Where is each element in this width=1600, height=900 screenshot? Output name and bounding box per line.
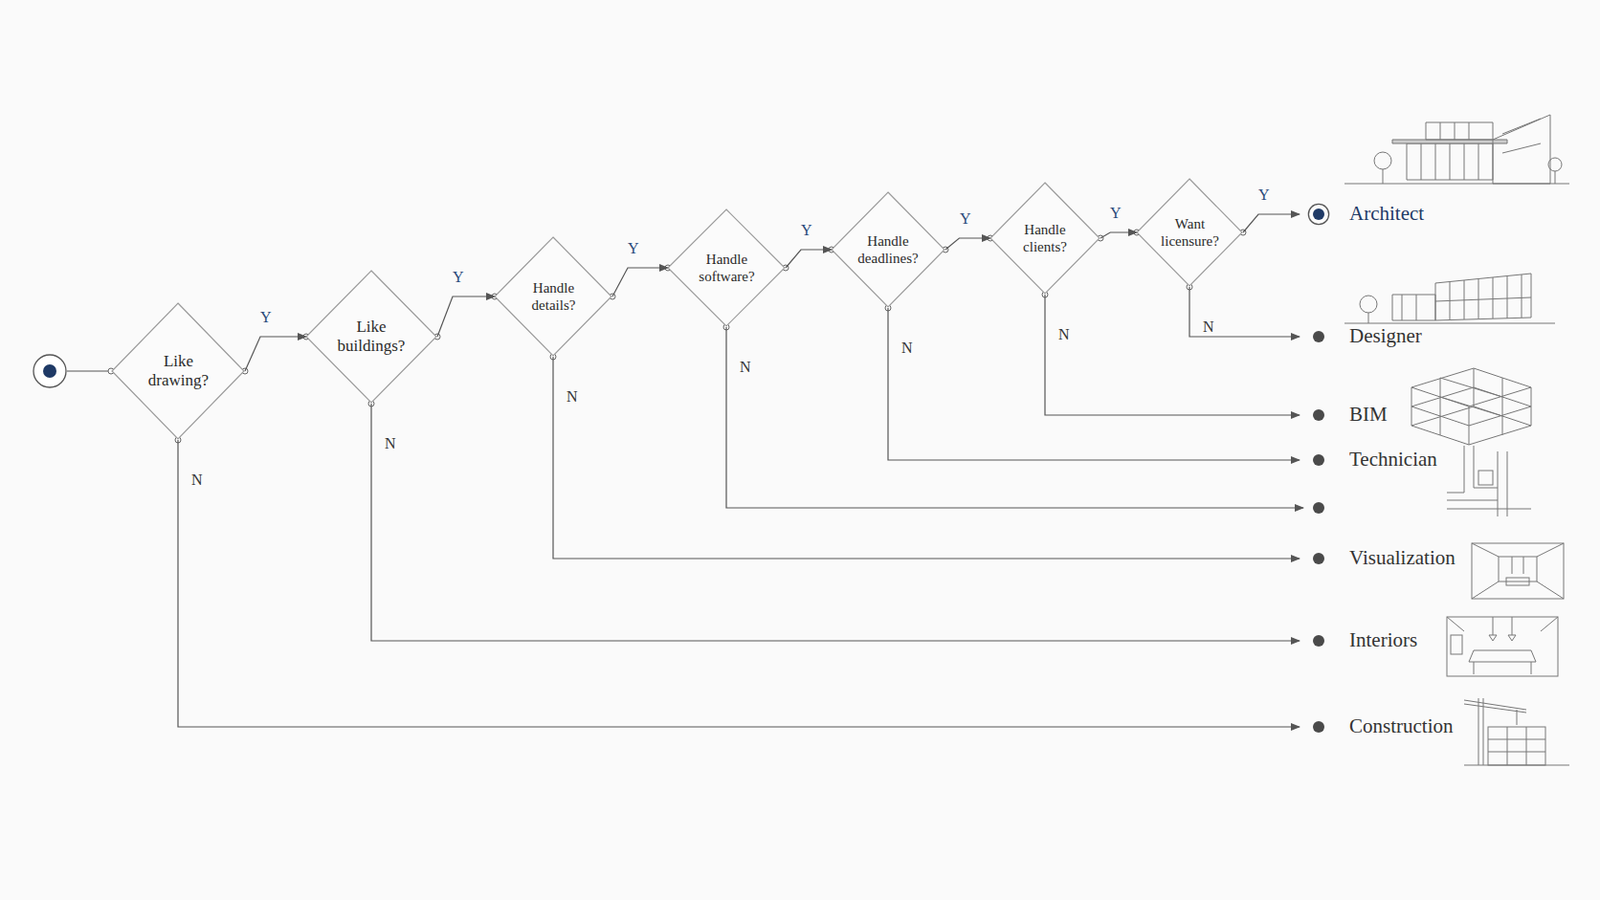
- outcome-label: Technician: [1349, 447, 1438, 472]
- outcome-label: Architect: [1349, 201, 1424, 226]
- diamond-shape: [1136, 178, 1243, 287]
- branch-label: Y: [1258, 187, 1270, 203]
- connector: [1243, 214, 1300, 233]
- diamond-outline: [305, 269, 438, 404]
- diamond-outline: [1135, 177, 1244, 288]
- branch-label: N: [384, 436, 397, 452]
- decision-text: Like buildings?: [330, 317, 413, 357]
- connector: [177, 440, 1300, 728]
- connector-line: [726, 327, 1304, 509]
- outcome-dot: [1312, 331, 1325, 343]
- diamond-shape: [667, 209, 785, 327]
- diamond-outline: [111, 302, 245, 441]
- outcome-node: Architect: [1299, 200, 1429, 229]
- outcome-dot: [1312, 635, 1325, 647]
- diamond-outline: [493, 236, 613, 357]
- connector: [553, 356, 1300, 559]
- diamond-outline: [666, 208, 786, 328]
- outcome-dot: [1312, 553, 1325, 565]
- branch-label: N: [1058, 327, 1070, 343]
- outcome-dot: [1312, 502, 1325, 514]
- branch-label: Y: [260, 310, 272, 326]
- diamond-shape: [306, 270, 437, 403]
- outcome-node: Technician: [1299, 445, 1442, 475]
- decision-text: Handle details?: [516, 279, 591, 314]
- decision-text: Handle deadlines?: [852, 232, 924, 267]
- decision-diamond: Handle details?: [493, 236, 613, 357]
- connector: [1189, 287, 1300, 337]
- branch-label: Y: [959, 211, 972, 227]
- decision-text: Want licensure?: [1156, 215, 1223, 250]
- outcome-dot: [1312, 409, 1325, 422]
- diamond-shape: [111, 303, 245, 440]
- connector: [437, 296, 495, 337]
- outcome-dot: [1312, 721, 1325, 734]
- branch-label: N: [1202, 319, 1215, 335]
- technician-sketch: [1446, 445, 1532, 517]
- decision-diamond: Handle software?: [666, 208, 786, 328]
- diamond-shape: [990, 182, 1100, 294]
- visualization-sketch: [1471, 543, 1564, 600]
- start-terminal: [33, 355, 67, 388]
- connector: [1100, 232, 1137, 239]
- sketches: [1344, 114, 1570, 766]
- connector: [945, 238, 991, 250]
- outcome-label: Construction: [1349, 714, 1454, 739]
- outcome-node: BIM: [1299, 400, 1392, 430]
- outcome-node: Designer: [1299, 322, 1426, 352]
- branch-label: Y: [627, 241, 640, 257]
- decision-text: Handle software?: [689, 250, 764, 286]
- outcome-label: Visualization: [1349, 546, 1456, 571]
- diamond-outline: [830, 191, 946, 309]
- outcome-dot: [1312, 208, 1325, 221]
- interiors-sketch: [1446, 617, 1558, 677]
- decision-diamond: Handle clients?: [989, 181, 1101, 295]
- start-line: [66, 370, 112, 372]
- outcome-label: BIM: [1349, 402, 1388, 427]
- branch-label: N: [191, 472, 203, 489]
- outcome-node: Visualization: [1299, 544, 1460, 574]
- diamond-outline: [989, 181, 1101, 295]
- diamond-shape: [831, 192, 945, 308]
- outcome-dot: [1312, 454, 1325, 467]
- diamond-shape: [494, 237, 612, 356]
- connector: [612, 267, 668, 297]
- architect-sketch: [1344, 114, 1570, 184]
- decision-text: Like drawing?: [136, 352, 221, 392]
- branch-label: Y: [452, 269, 465, 286]
- decision-diamond: Like drawing?: [111, 302, 245, 441]
- decision-text: Handle clients?: [1010, 221, 1080, 256]
- decision-diamond: Handle deadlines?: [830, 191, 946, 309]
- connector: [888, 308, 1300, 461]
- connector: [785, 249, 832, 268]
- outcome-node: Interiors: [1299, 626, 1423, 656]
- designer-sketch: [1344, 273, 1556, 324]
- branch-label: Y: [800, 222, 813, 239]
- branch-label: Y: [1110, 205, 1122, 222]
- bim-sketch: [1411, 368, 1532, 445]
- outcome-node: Construction: [1299, 712, 1458, 742]
- connector: [244, 336, 307, 372]
- branch-label: N: [901, 340, 913, 356]
- decision-diamond: Want licensure?: [1135, 177, 1244, 288]
- branch-label: N: [739, 359, 752, 376]
- outcome-label: Designer: [1349, 324, 1423, 349]
- start-dot: [43, 364, 57, 378]
- decision-diamond: Like buildings?: [305, 269, 438, 404]
- construction-sketch: [1464, 698, 1570, 766]
- branch-label: N: [566, 389, 578, 405]
- connector: [371, 403, 1300, 642]
- outcome-label: Interiors: [1349, 628, 1418, 653]
- connector: [1044, 294, 1300, 416]
